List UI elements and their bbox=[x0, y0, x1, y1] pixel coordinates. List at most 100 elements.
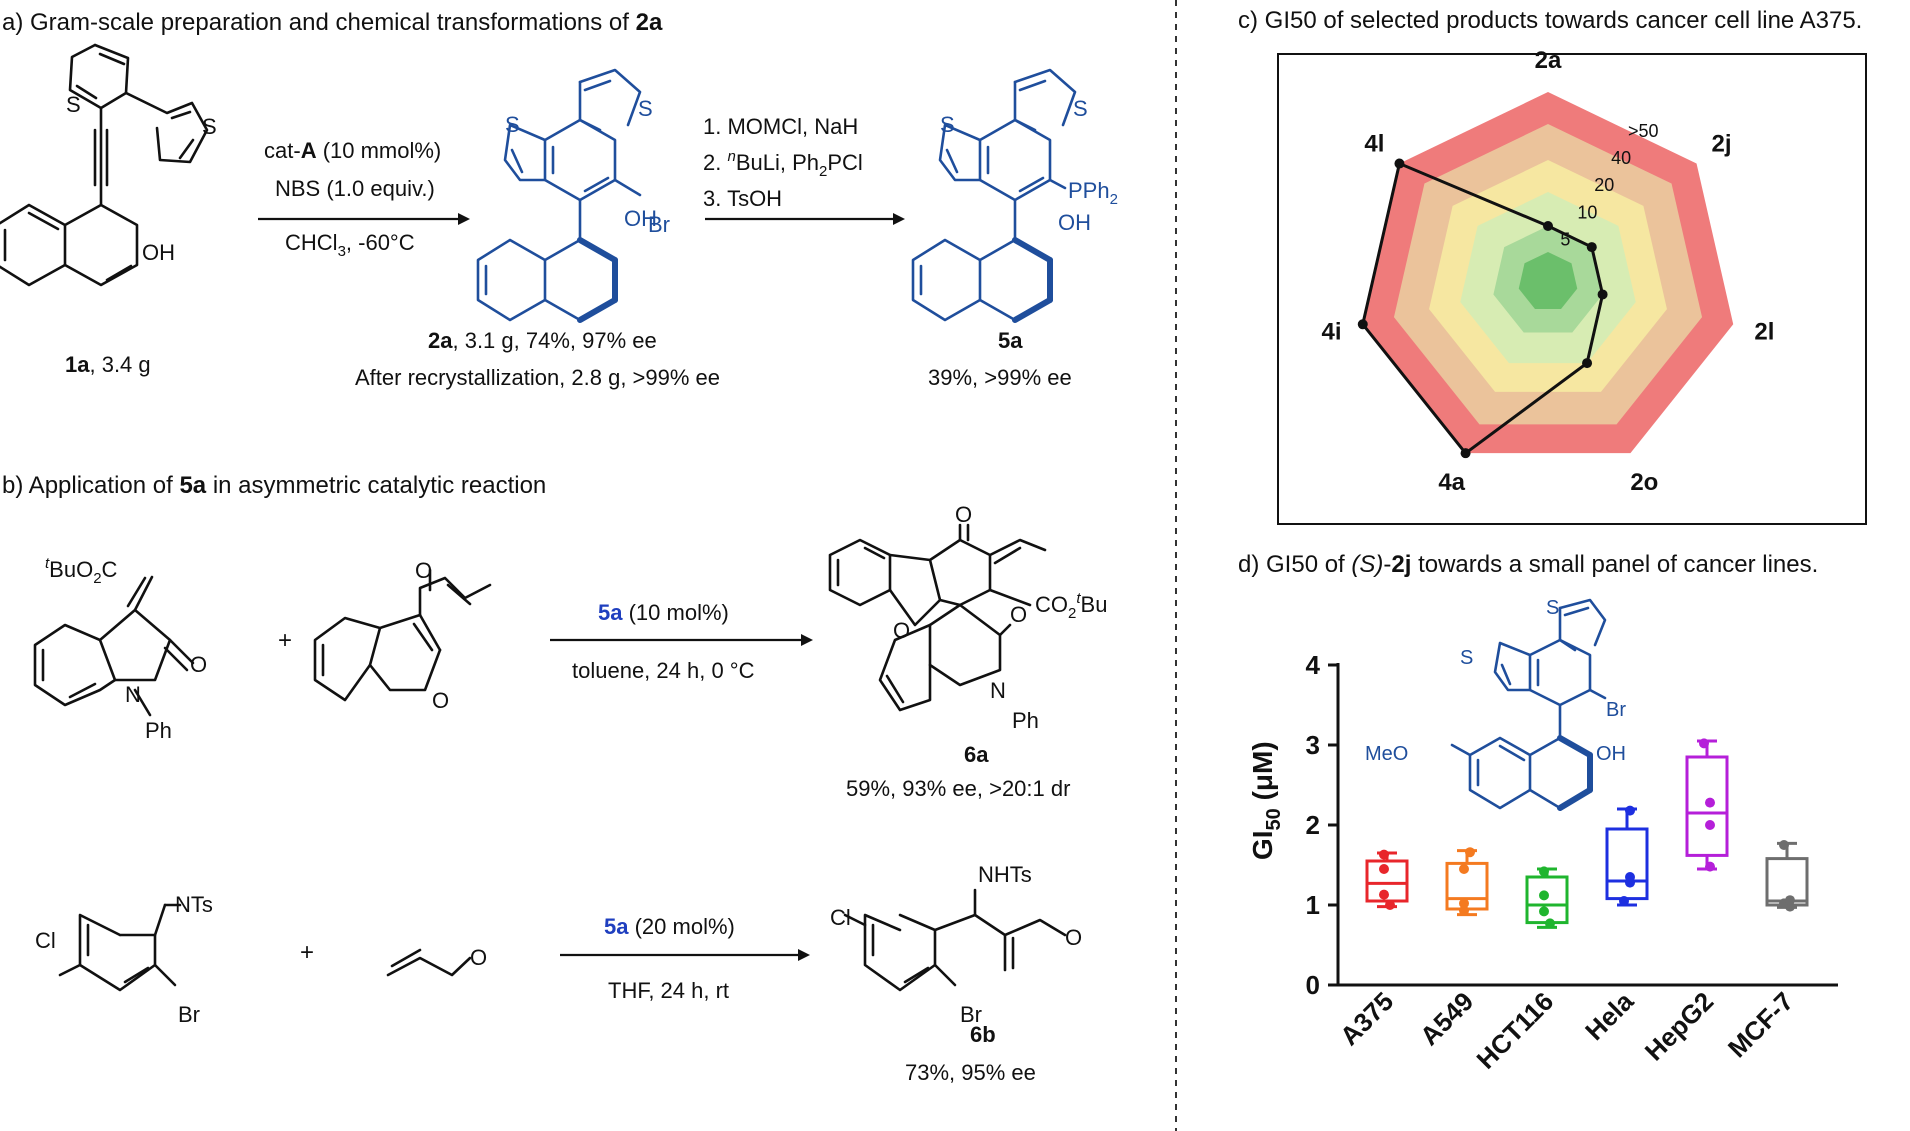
6a-ketone-o: O bbox=[955, 502, 972, 527]
panel-c-title: c) GI50 of selected products towards can… bbox=[1238, 7, 1862, 34]
data-point-A375 bbox=[1379, 849, 1389, 860]
6b-yield: 73%, 95% ee bbox=[905, 1060, 1036, 1085]
radar-ring-label: 5 bbox=[1560, 230, 1570, 250]
panel-d-title: d) GI50 of (S)-2j towards a small panel … bbox=[1238, 551, 1818, 578]
radar-point-2a bbox=[1543, 221, 1553, 231]
radar-ring-label: 40 bbox=[1611, 148, 1631, 168]
1a-s2: S bbox=[202, 114, 217, 139]
6a-ether-o: O bbox=[893, 618, 910, 643]
compound-6b: NHTs Cl Br O 6b 73%, 95% ee bbox=[830, 862, 1082, 1085]
5a-yield: 39%, >99% ee bbox=[928, 365, 1072, 390]
2a-oh: OH bbox=[624, 206, 657, 231]
data-point-MCF-7 bbox=[1785, 895, 1795, 906]
compound-2j-inset: S S Br MeO OH bbox=[1365, 597, 1626, 811]
reactant-isatylidene: tBuO2C O N Ph bbox=[33, 555, 207, 743]
x-tick-label-HepG2: HepG2 bbox=[1639, 986, 1719, 1066]
radar-frame bbox=[1277, 53, 1867, 525]
2j-meo: MeO bbox=[1365, 743, 1408, 765]
compound-2a: S S Br bbox=[355, 68, 720, 390]
6a-n: N bbox=[990, 678, 1006, 703]
radar-series-line bbox=[1361, 161, 1605, 456]
data-point-Hela bbox=[1625, 872, 1635, 882]
rx1-conditions: toluene, 24 h, 0 °C bbox=[572, 658, 755, 683]
2a-label: 2a, 3.1 g, 74%, 97% ee bbox=[428, 328, 657, 353]
panel-b-title: b) Application of 5a in asymmetric catal… bbox=[2, 472, 546, 499]
6a-yield: 59%, 93% ee, >20:1 dr bbox=[846, 776, 1070, 801]
data-point-A549 bbox=[1459, 864, 1469, 874]
x-tick-label-HCT116: HCT116 bbox=[1471, 986, 1560, 1075]
rx2-catalyst: 5a (20 mol%) bbox=[604, 914, 735, 939]
box-HCT116 bbox=[1525, 875, 1569, 925]
radar-point-2o bbox=[1582, 358, 1593, 369]
radar-axis-label-4i: 4i bbox=[1322, 318, 1342, 345]
compound-6a: O O O CO2tBu N Ph 6a 59%, 93% ee, >20:1 … bbox=[828, 502, 1107, 801]
radar-axis-label-2l: 2l bbox=[1754, 318, 1774, 345]
data-point-HepG2 bbox=[1699, 738, 1709, 749]
cond1-line1: cat-A (10 mmol%) bbox=[264, 138, 441, 163]
isatylidene-ph: Ph bbox=[145, 718, 172, 743]
radar-ring-5 bbox=[1518, 252, 1578, 310]
6b-o: O bbox=[1065, 925, 1082, 950]
radar-series bbox=[1357, 158, 1608, 459]
1a-label: 1a, 3.4 g bbox=[65, 352, 151, 377]
data-point-HCT116 bbox=[1539, 890, 1549, 901]
2a-s1: S bbox=[505, 112, 520, 137]
rx1-catalyst: 5a (10 mol%) bbox=[598, 600, 729, 625]
2a-s2: S bbox=[638, 96, 653, 121]
radar-axis-label-4l: 4l bbox=[1364, 131, 1384, 158]
data-point-Hela bbox=[1625, 805, 1635, 816]
arrow-4-head bbox=[798, 949, 810, 961]
compound-5a: S S PPh2 OH 5a 39%, >99% ee bbox=[911, 68, 1118, 390]
6a-label: 6a bbox=[964, 742, 989, 767]
reactant-benzofuranyl-enone: O O bbox=[313, 558, 492, 713]
radar-point-2l bbox=[1597, 289, 1608, 300]
furan-o: O bbox=[432, 688, 449, 713]
imine-cl: Cl bbox=[35, 928, 56, 953]
6b-label: 6b bbox=[970, 1022, 996, 1047]
y-tick-label: 2 bbox=[1306, 810, 1320, 840]
data-point-HCT116 bbox=[1539, 906, 1549, 917]
cond2-line1: 1. MOMCl, NaH bbox=[703, 114, 858, 139]
data-point-A375 bbox=[1379, 864, 1389, 874]
6b-cl: Cl bbox=[830, 905, 851, 930]
rx2-conditions: THF, 24 h, rt bbox=[608, 978, 729, 1003]
2a-br: Br bbox=[648, 212, 670, 237]
y-tick-label: 3 bbox=[1306, 730, 1320, 760]
1a-oh: OH bbox=[142, 240, 175, 265]
panel-a: a) Gram-scale preparation and chemical t… bbox=[0, 9, 1118, 390]
panel-c: c) GI50 of selected products towards can… bbox=[1238, 7, 1867, 525]
radar-axis-label-2a: 2a bbox=[1535, 47, 1562, 74]
2j-s2: S bbox=[1460, 647, 1473, 669]
radar-ring-label: 20 bbox=[1594, 175, 1614, 195]
data-point-A375 bbox=[1385, 900, 1395, 910]
panel-a-title: a) Gram-scale preparation and chemical t… bbox=[2, 9, 663, 36]
data-point-MCF-7 bbox=[1779, 840, 1789, 850]
isatylidene-o: O bbox=[190, 652, 207, 677]
x-tick-label-A375: A375 bbox=[1334, 986, 1399, 1051]
data-point-A549 bbox=[1459, 905, 1469, 916]
data-point-HCT116 bbox=[1545, 918, 1555, 929]
y-axis-label: GI50 (μM) bbox=[1247, 741, 1285, 860]
arrow-3-head bbox=[801, 634, 813, 646]
2j-br: Br bbox=[1606, 699, 1626, 721]
1a-s1: S bbox=[66, 92, 81, 117]
5a-pph2: PPh2 bbox=[1068, 178, 1118, 208]
radar-ring-label: 10 bbox=[1577, 202, 1597, 222]
x-tick-label-MCF-7: MCF-7 bbox=[1722, 986, 1799, 1063]
2a-label-2: After recrystallization, 2.8 g, >99% ee bbox=[355, 365, 720, 390]
radar-point-4a bbox=[1460, 448, 1471, 459]
box-HepG2 bbox=[1685, 755, 1729, 857]
6b-br: Br bbox=[960, 1002, 982, 1027]
radar-point-4i bbox=[1357, 319, 1368, 330]
data-point-A375 bbox=[1379, 889, 1389, 900]
data-point-HepG2 bbox=[1705, 797, 1715, 808]
data-point-HepG2 bbox=[1705, 861, 1715, 872]
panel-d: d) GI50 of (S)-2j towards a small panel … bbox=[1238, 551, 1838, 1075]
reactant-imine: NTs Cl Br bbox=[35, 892, 213, 1027]
6a-lactam-o: O bbox=[1010, 602, 1027, 627]
data-point-HepG2 bbox=[1705, 820, 1715, 830]
2j-s1: S bbox=[1546, 597, 1559, 619]
